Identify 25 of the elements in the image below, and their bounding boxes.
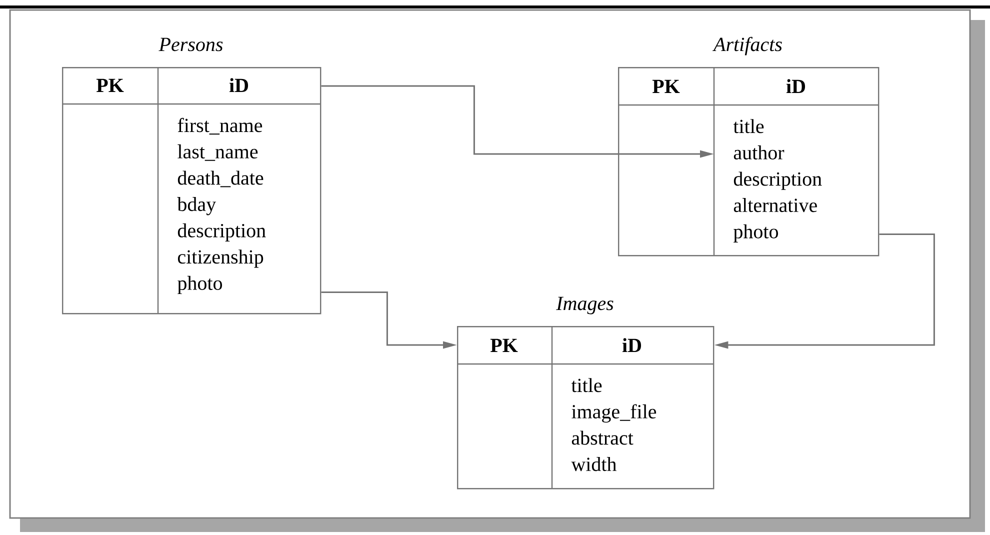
field-name: last_name [178,144,258,161]
field-name: width [571,457,616,472]
column-header: PK [96,78,124,92]
field-name: title [571,378,602,392]
field-name: alternative [734,198,817,212]
field-name: image_file [572,404,656,423]
field-name: photo [178,276,222,294]
field-name: photo [734,224,778,242]
table-title: Images [556,296,614,314]
column-header: iD [622,338,642,352]
field-name: first_name [178,118,262,135]
field-name: death_date [178,170,264,188]
table-title: Artifacts [712,36,782,56]
column-header: PK [490,338,518,352]
field-name: abstract [572,430,634,445]
column-header: PK [652,80,680,93]
column-header: iD [786,79,806,94]
field-name: author [734,145,784,160]
field-name: title [733,119,764,134]
field-name: citizenship [178,250,264,268]
field-name: bday [177,197,216,216]
column-header: iD [229,78,248,92]
field-name: description [178,223,266,242]
table-title: Persons [158,38,223,52]
field-name: description [734,172,822,190]
